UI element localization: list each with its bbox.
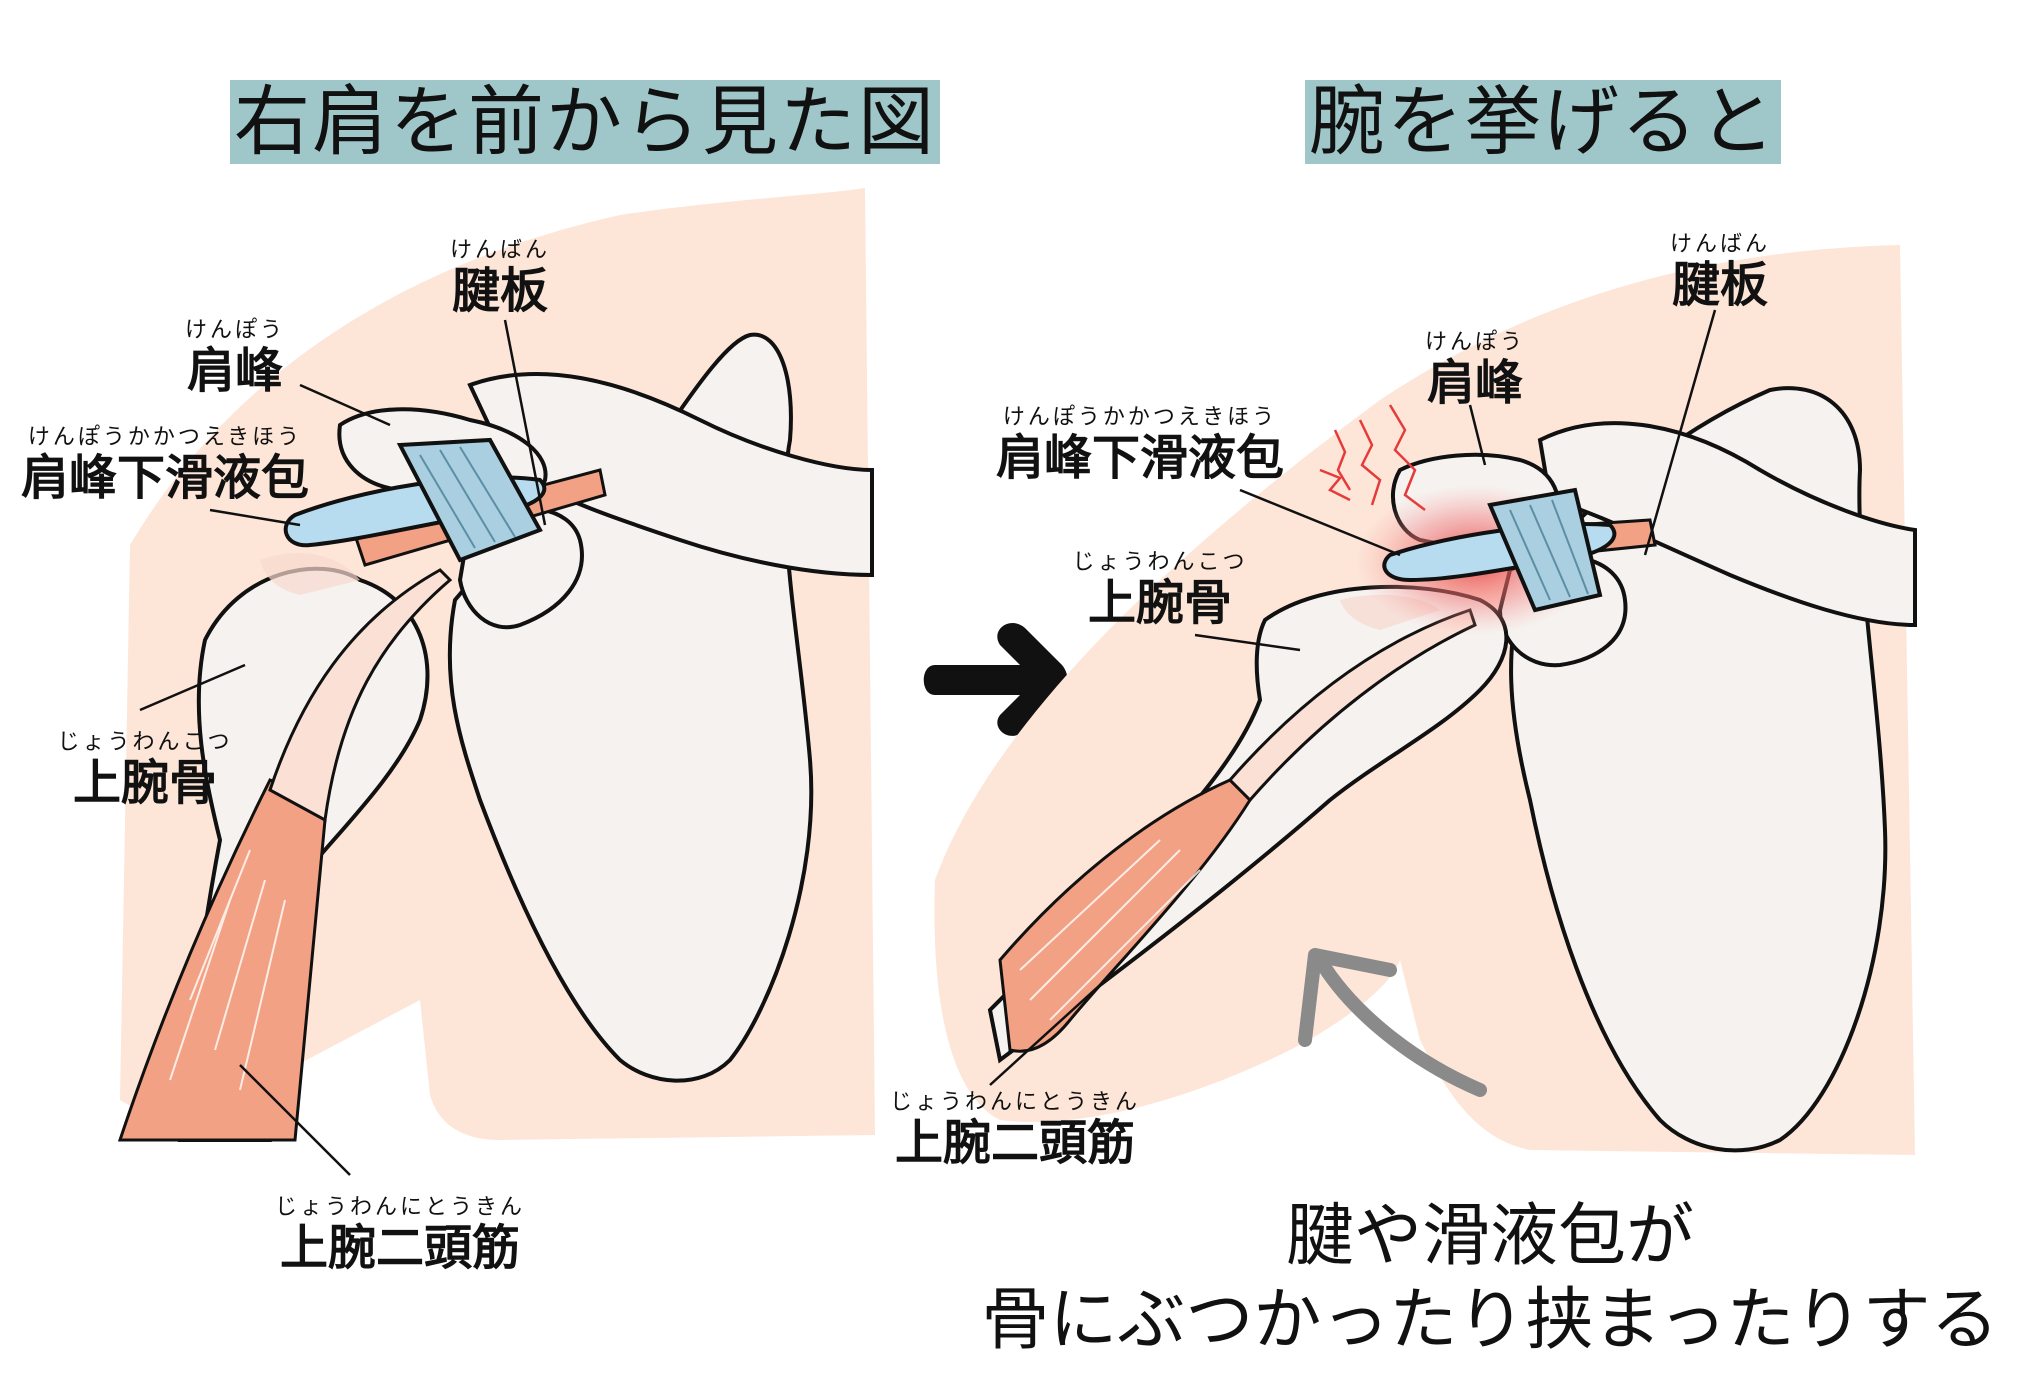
left-label-tendon-plate: けんばん 腱板: [430, 238, 570, 318]
right-leader-lines: [989, 309, 1717, 1086]
right-biceps-ruby: じょうわんにとうきん: [889, 1090, 1140, 1115]
right-acromion-text: 肩峰: [1426, 355, 1523, 411]
right-muscle-fibers: [1019, 839, 1201, 1021]
right-tendon-plate-text: 腱板: [1671, 257, 1768, 313]
left-tendon-plate-ruby: けんばん: [449, 238, 550, 263]
caption-line-1: 腱や滑液包が: [1285, 1197, 1694, 1276]
left-humerus-text: 上腕骨: [72, 755, 217, 811]
right-title: 腕を挙げると: [1305, 80, 1781, 164]
caption: 腱や滑液包が 骨にぶつかったり挟まったりする: [960, 1195, 2020, 1363]
left-biceps-text: 上腕二頭筋: [279, 1220, 520, 1276]
left-humerus-head-glow: [260, 552, 360, 595]
right-humerus-text: 上腕骨: [1087, 575, 1232, 631]
right-biceps-text: 上腕二頭筋: [894, 1115, 1135, 1171]
left-panel: [117, 188, 875, 1176]
left-clavicle: [467, 371, 874, 578]
right-label-acromion: けんぽう 肩峰: [1405, 330, 1545, 410]
left-tendon-plate-text: 腱板: [451, 263, 548, 319]
right-label-humerus: じょうわんこつ 上腕骨: [1060, 550, 1260, 630]
left-muscle-fibers: [169, 849, 286, 1091]
left-label-biceps: じょうわんにとうきん 上腕二頭筋: [270, 1195, 530, 1275]
left-leader-lines: [139, 319, 547, 1176]
left-biceps-tendon: [268, 568, 453, 823]
left-acromion-ruby: けんぽう: [184, 318, 285, 343]
right-biceps-muscle: [998, 778, 1252, 1053]
right-pain-zigzags: [1319, 404, 1426, 511]
left-bursa-text: 肩峰下滑液包: [20, 450, 309, 506]
caption-line-2: 骨にぶつかったり挟まったりする: [981, 1281, 1999, 1360]
right-label-biceps: じょうわんにとうきん 上腕二頭筋: [885, 1090, 1145, 1170]
right-tendon-plate-ruby: けんばん: [1669, 232, 1770, 257]
transition-arrow: [923, 623, 1068, 736]
right-movement-arrow: [1298, 948, 1487, 1097]
left-label-bursa: けんぽうかかつえきほう 肩峰下滑液包: [10, 425, 320, 505]
right-acromion-ruby: けんぽう: [1424, 330, 1525, 355]
right-humerus-ruby: じょうわんこつ: [1072, 550, 1248, 575]
left-bursa-ruby: けんぽうかかつえきほう: [27, 425, 303, 450]
left-tendon-lines: [419, 446, 516, 549]
left-biceps-ruby: じょうわんにとうきん: [274, 1195, 525, 1220]
right-bursa-ruby: けんぽうかかつえきほう: [1002, 405, 1278, 430]
left-label-acromion: けんぽう 肩峰: [165, 318, 305, 398]
right-panel: [934, 245, 1917, 1155]
right-tendon-plate: [1487, 487, 1603, 613]
right-bursa-text: 肩峰下滑液包: [995, 430, 1284, 486]
left-acromion-text: 肩峰: [186, 343, 283, 399]
right-tendon-lines: [1509, 499, 1589, 601]
left-title: 右肩を前から見た図: [230, 80, 940, 164]
arrow-icon: [923, 623, 1068, 736]
right-label-bursa: けんぽうかかつえきほう 肩峰下滑液包: [985, 405, 1295, 485]
right-label-tendon-plate: けんばん 腱板: [1650, 232, 1790, 312]
left-humerus-ruby: じょうわんこつ: [57, 730, 233, 755]
left-label-humerus: じょうわんこつ 上腕骨: [45, 730, 245, 810]
